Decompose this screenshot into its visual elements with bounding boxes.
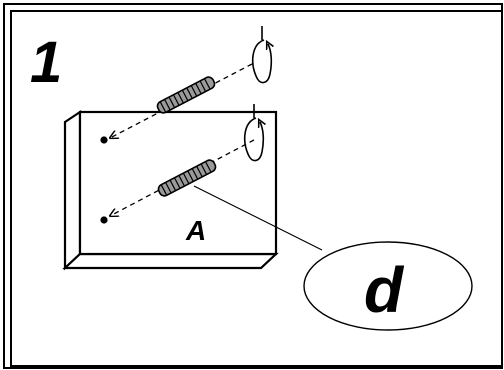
callout-leader-line xyxy=(193,185,323,251)
rotate-clockwise-icon xyxy=(243,104,264,162)
panel-side-face xyxy=(63,109,82,271)
spring-icon xyxy=(157,159,217,197)
panel-bottom-face xyxy=(62,252,279,270)
rotate-clockwise-icon xyxy=(251,26,272,84)
callout-ellipse xyxy=(303,241,473,331)
step-number: 1 xyxy=(30,30,62,95)
frame-border xyxy=(3,3,503,369)
panel-a xyxy=(62,109,279,271)
callout-label: d xyxy=(364,254,405,326)
screw-hole-icon xyxy=(100,136,108,144)
panel-label: A xyxy=(185,215,206,246)
screw-hole-icon xyxy=(100,216,108,224)
spring-icon xyxy=(156,76,216,114)
